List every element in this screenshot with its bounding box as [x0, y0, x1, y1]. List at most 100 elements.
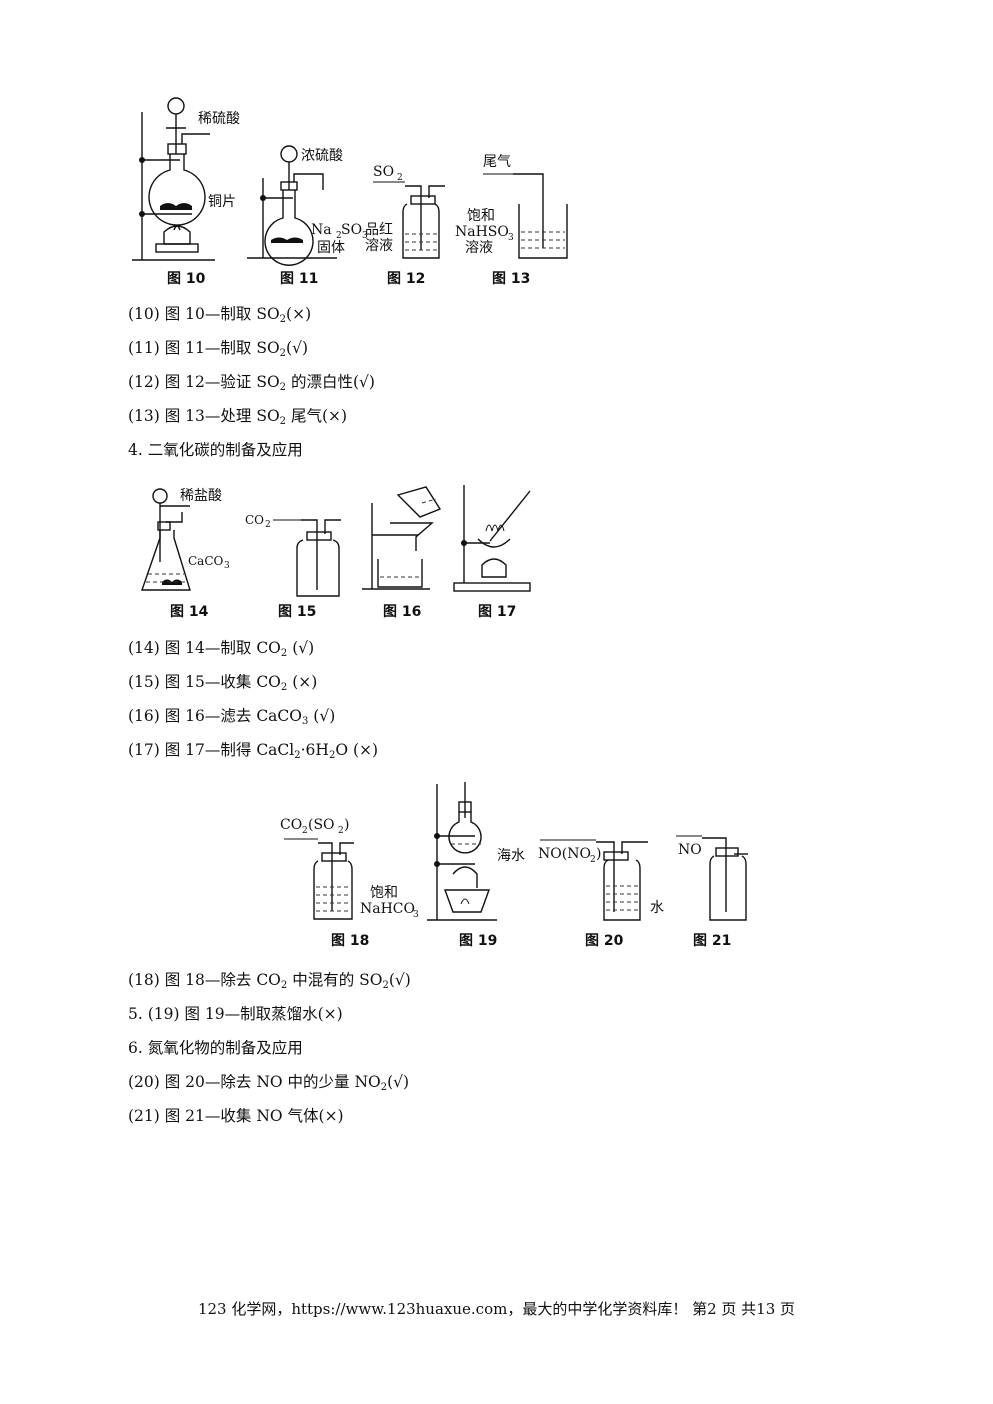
fig18-sub3: 3: [413, 910, 419, 920]
figure-18-drawing: CO 2 (SO 2 ) 饱和 NaHCO 3: [280, 817, 419, 920]
fig12-gas-sub: 2: [397, 173, 403, 183]
fig10-caption: 图 10: [167, 271, 206, 287]
fig18-liquid-a: 饱和: [370, 885, 398, 901]
item-10: (10) 图 10—制取 SO2(×): [128, 302, 311, 325]
item-14-post: (√): [287, 639, 315, 657]
fig14-solid-a: CaCO: [188, 554, 224, 568]
fig14-caption: 图 14: [170, 604, 209, 620]
item-11-post: (√): [286, 339, 309, 357]
item-18-post: 中混有的 SO: [287, 971, 383, 989]
item-14-pre: (14) 图 14—制取 CO: [128, 639, 281, 657]
fig18-gas-a: CO: [280, 817, 302, 833]
item-18-pre: (18) 图 18—除去 CO: [128, 971, 281, 989]
fig11-solid-a: Na: [311, 222, 332, 238]
fig21-caption: 图 21: [693, 933, 732, 949]
fig11-solid-b: SO: [341, 222, 362, 238]
fig11-solid-c: 固体: [317, 240, 345, 256]
fig15-gas-a: CO: [245, 513, 264, 527]
item-14-sub: 2: [280, 648, 288, 659]
item-16-sub: 3: [302, 716, 309, 727]
fig19-caption: 图 19: [459, 933, 498, 949]
item-16-post: (√): [308, 707, 336, 725]
fig11-sub3: 3: [362, 231, 368, 241]
item-11: (11) 图 11—制取 SO2(√): [128, 336, 308, 359]
section-4-heading: 4. 二氧化碳的制备及应用: [128, 441, 303, 459]
figure-12: SO 2 品红 溶液: [365, 160, 455, 265]
item-10-sub: 2: [279, 314, 287, 325]
fig20-gas-b: ): [596, 846, 601, 862]
fig12-gas-a: SO: [373, 164, 394, 180]
fig15-sub: 2: [265, 520, 271, 530]
item-15-sub: 2: [280, 682, 288, 693]
fig10-acid-label: 稀硫酸: [198, 111, 240, 127]
item-15-post: (×): [287, 673, 318, 691]
fig20-sub: 2: [590, 855, 596, 865]
fig18-sub1: 2: [302, 826, 308, 836]
fig15-caption: 图 15: [278, 604, 317, 620]
item-11-sub: 2: [279, 348, 287, 359]
figure-12-drawing: SO 2 品红 溶液: [365, 164, 445, 259]
item-19: 5. (19) 图 19—制取蒸馏水(×): [128, 1005, 343, 1023]
fig18-gas-b: (SO: [308, 817, 335, 833]
figure-11: 浓硫酸 Na 2 SO 3 固体: [245, 140, 368, 266]
fig10-solid-label: 铜片: [208, 194, 236, 210]
figure-14-drawing: 稀盐酸 CaCO 3: [141, 488, 230, 591]
item-13-pre: (13) 图 13—处理 SO: [128, 407, 280, 425]
figure-13: 尾气 饱和 NaHSO 3 溶液: [455, 148, 585, 266]
item-15: (15) 图 15—收集 CO2 (×): [128, 670, 317, 693]
figure-17: [450, 485, 540, 595]
figure-17-drawing: [453, 485, 531, 592]
figure-18: CO 2 (SO 2 ) 饱和 NaHCO 3: [280, 815, 420, 927]
fig13-caption: 图 13: [492, 271, 531, 287]
figure-19: 海水: [425, 778, 535, 926]
item-18-sub: 2: [280, 980, 288, 991]
item-21: (21) 图 21—收集 NO 气体(×): [128, 1107, 344, 1125]
fig17-caption: 图 17: [478, 604, 517, 620]
fig13-liquid-a: 饱和: [467, 208, 495, 224]
item-17-post: ·6H: [300, 741, 329, 759]
item-15-pre: (15) 图 15—收集 CO: [128, 673, 281, 691]
figure-10: 稀硫酸 铜片: [130, 92, 250, 267]
figure-15: CO 2: [245, 510, 345, 600]
item-12-pre: (12) 图 12—验证 SO: [128, 373, 280, 391]
fig18-liquid-b: NaHCO: [360, 901, 415, 917]
item-13-sub: 2: [279, 416, 287, 427]
fig11-caption: 图 11: [280, 271, 319, 287]
item-17-sub: 2: [294, 750, 301, 761]
fig14-acid: 稀盐酸: [180, 488, 222, 504]
fig20-gas-a: NO(NO: [538, 846, 591, 862]
item-14: (14) 图 14—制取 CO2 (√): [128, 636, 314, 659]
fig13-liquid-sub: 3: [508, 233, 514, 243]
page-footer: 123 化学网，https://www.123huaxue.com，最大的中学化…: [197, 1300, 796, 1318]
item-20-pre: (20) 图 20—除去 NO 中的少量 NO: [128, 1073, 381, 1091]
fig11-acid-label: 浓硫酸: [301, 148, 343, 164]
figure-14: 稀盐酸 CaCO 3: [140, 482, 250, 597]
item-17-sub2: 2: [328, 750, 336, 761]
fig13-gas: 尾气: [483, 154, 511, 170]
fig13-liquid-b: NaHSO: [455, 224, 509, 240]
item-17: (17) 图 17—制得 CaCl2·6H2O (×): [128, 738, 378, 761]
fig20-liquid: 水: [650, 900, 664, 916]
item-18-sub2: 2: [382, 980, 389, 991]
figure-10-drawing: 稀硫酸 铜片: [132, 97, 240, 261]
item-20-sub: 2: [380, 1082, 388, 1093]
figure-16-drawing: [362, 486, 442, 590]
fig12-caption: 图 12: [387, 271, 426, 287]
fig21-gas: NO: [678, 842, 702, 858]
fig18-sub2: 2: [338, 826, 344, 836]
fig20-caption: 图 20: [585, 933, 624, 949]
item-17-post2: O (×): [335, 741, 379, 759]
figure-11-drawing: 浓硫酸 Na 2 SO 3 固体: [247, 145, 368, 266]
item-17-pre: (17) 图 17—制得 CaCl: [128, 741, 295, 759]
fig18-gas-c: ): [344, 817, 349, 833]
fig11-sub2: 2: [336, 231, 342, 241]
figure-19-drawing: 海水: [427, 782, 525, 921]
fig12-liquid-b: 溶液: [365, 238, 393, 254]
item-13-post: 尾气(×): [286, 407, 348, 425]
item-16: (16) 图 16—滤去 CaCO3 (√): [128, 704, 335, 727]
figure-16: [360, 485, 442, 595]
fig12-liquid-a: 品红: [365, 222, 393, 238]
item-12: (12) 图 12—验证 SO2 的漂白性(√): [128, 370, 375, 393]
figure-20-drawing: NO(NO 2 ) 水: [538, 839, 664, 921]
figure-20: NO(NO 2 ) 水: [538, 838, 678, 926]
